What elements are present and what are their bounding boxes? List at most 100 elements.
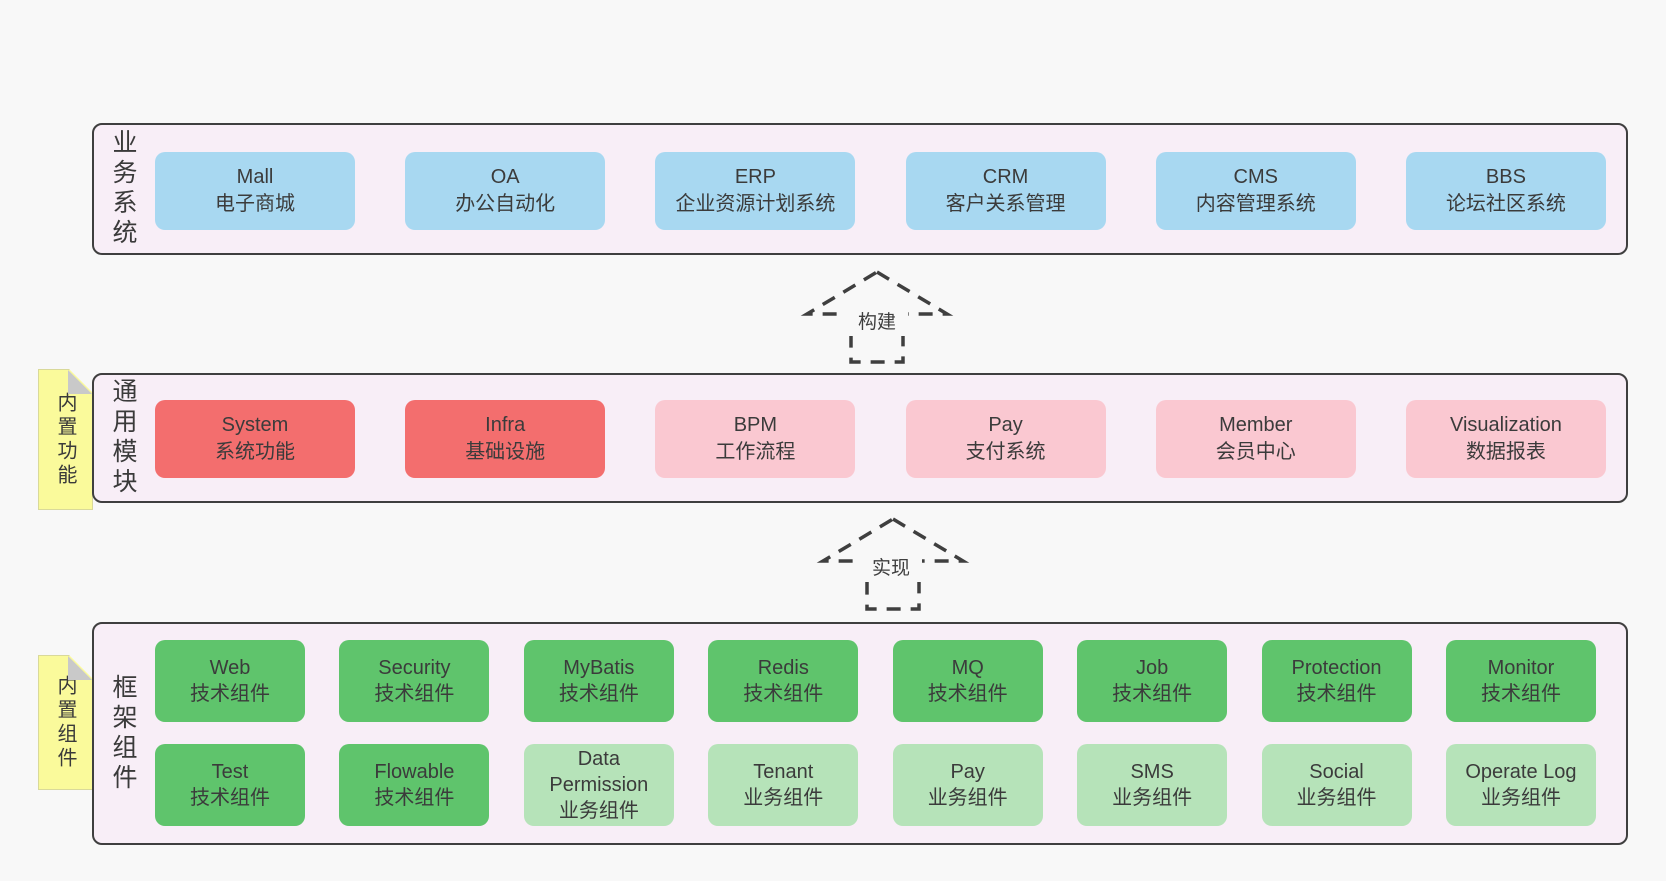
box-subtitle: 工作流程 <box>715 441 796 463</box>
box-oa: OA 办公自动化 <box>405 152 606 230</box>
box-title: Infra <box>485 414 526 436</box>
box-title: SMS <box>1130 761 1174 783</box>
layer-common-modules: 通用模块 System 系统功能 Infra 基础设施 BPM 工作流程 Pay… <box>92 373 1628 503</box>
box-subtitle: 数据报表 <box>1465 441 1546 463</box>
components-row-2: Test 技术组件 Flowable 技术组件 Data Permission … <box>155 744 1596 826</box>
box-title: Web <box>209 657 251 679</box>
box-job: Job 技术组件 <box>1077 640 1228 722</box>
box-title: Tenant <box>753 761 814 783</box>
box-data-permission: Data Permission 业务组件 <box>523 744 674 826</box>
box-subtitle: 内容管理系统 <box>1195 193 1316 215</box>
folded-corner-icon <box>68 370 92 394</box>
build-arrow-label: 构建 <box>846 310 908 336</box>
box-title: MyBatis <box>563 657 635 679</box>
box-test: Test 技术组件 <box>155 744 305 826</box>
box-title: Security <box>378 657 451 679</box>
box-title: Operate Log <box>1465 761 1577 783</box>
box-subtitle: 技术组件 <box>374 683 455 705</box>
box-mq: MQ 技术组件 <box>892 640 1043 722</box>
box-bpm: BPM 工作流程 <box>655 400 856 478</box>
box-social: Social 业务组件 <box>1261 744 1412 826</box>
box-mall: Mall 电子商城 <box>155 152 355 230</box>
box-title: Pay <box>988 414 1023 436</box>
sticky-text: 内置组件 <box>54 674 76 771</box>
box-title: Flowable <box>374 761 455 783</box>
implement-arrow-label: 实现 <box>860 556 922 582</box>
box-subtitle: 电子商城 <box>215 193 295 215</box>
box-system: System 系统功能 <box>155 400 355 478</box>
box-title: Mall <box>236 166 274 188</box>
box-subtitle: 会员中心 <box>1215 441 1296 463</box>
box-protection: Protection 技术组件 <box>1261 640 1412 722</box>
box-title: Data Permission <box>549 748 649 796</box>
box-cms: CMS 内容管理系统 <box>1155 152 1356 230</box>
box-pay-component: Pay 业务组件 <box>892 744 1043 826</box>
box-web: Web 技术组件 <box>155 640 305 722</box>
business-box-row: Mall 电子商城 OA 办公自动化 ERP 企业资源计划系统 CRM 客户关系… <box>155 152 1606 230</box>
box-title: Job <box>1135 657 1169 679</box>
box-title: MQ <box>951 657 984 679</box>
box-subtitle: 支付系统 <box>965 441 1046 463</box>
layer-label-modules: 通用模块 <box>109 378 137 498</box>
box-title: Pay <box>950 761 985 783</box>
implement-arrow-up-icon <box>816 516 970 611</box>
box-subtitle: 技术组件 <box>1296 683 1377 705</box>
box-title: Monitor <box>1487 657 1555 679</box>
box-subtitle: 业务组件 <box>1112 787 1193 809</box>
box-subtitle: 技术组件 <box>927 683 1008 705</box>
folded-corner-icon <box>68 656 92 680</box>
layer-framework-components: 框架组件 Web 技术组件 Security 技术组件 MyBatis 技术组件… <box>92 622 1628 845</box>
box-monitor: Monitor 技术组件 <box>1445 640 1596 722</box>
box-title: Social <box>1309 761 1364 783</box>
components-row-1: Web 技术组件 Security 技术组件 MyBatis 技术组件 Redi… <box>155 640 1596 722</box>
box-subtitle: 业务组件 <box>743 787 824 809</box>
modules-box-row: System 系统功能 Infra 基础设施 BPM 工作流程 Pay 支付系统… <box>155 400 1606 478</box>
box-subtitle: 系统功能 <box>215 441 295 463</box>
box-crm: CRM 客户关系管理 <box>905 152 1106 230</box>
box-title: ERP <box>734 166 776 188</box>
box-title: Visualization <box>1449 414 1562 436</box>
box-subtitle: 业务组件 <box>1480 787 1561 809</box>
sticky-note-builtin-components: 内置组件 <box>38 655 93 790</box>
box-redis: Redis 技术组件 <box>708 640 859 722</box>
box-mybatis: MyBatis 技术组件 <box>523 640 674 722</box>
box-erp: ERP 企业资源计划系统 <box>655 152 856 230</box>
box-security: Security 技术组件 <box>339 640 490 722</box>
box-title: Test <box>211 761 249 783</box>
box-subtitle: 论坛社区系统 <box>1445 193 1566 215</box>
box-subtitle: 客户关系管理 <box>945 193 1066 215</box>
box-tenant: Tenant 业务组件 <box>708 744 859 826</box>
box-title: BBS <box>1485 166 1526 188</box>
layer-business-systems: 业务系统 Mall 电子商城 OA 办公自动化 ERP 企业资源计划系统 CRM… <box>92 123 1628 255</box>
box-subtitle: 办公自动化 <box>455 193 556 215</box>
box-title: CMS <box>1233 166 1278 188</box>
layer-label-components: 框架组件 <box>109 673 137 794</box>
box-sms: SMS 业务组件 <box>1077 744 1228 826</box>
box-member: Member 会员中心 <box>1155 400 1356 478</box>
sticky-text: 内置功能 <box>54 391 76 488</box>
box-operate-log: Operate Log 业务组件 <box>1445 744 1596 826</box>
box-subtitle: 技术组件 <box>374 787 455 809</box>
box-subtitle: 技术组件 <box>190 787 270 809</box>
box-subtitle: 技术组件 <box>1480 683 1561 705</box>
box-subtitle: 业务组件 <box>1296 787 1377 809</box>
sticky-note-builtin-features: 内置功能 <box>38 369 93 510</box>
box-subtitle: 基础设施 <box>465 441 546 463</box>
box-title: OA <box>490 166 520 188</box>
box-subtitle: 技术组件 <box>743 683 824 705</box>
box-title: Protection <box>1291 657 1382 679</box>
box-subtitle: 技术组件 <box>190 683 270 705</box>
box-infra: Infra 基础设施 <box>405 400 606 478</box>
box-visualization: Visualization 数据报表 <box>1405 400 1606 478</box>
box-subtitle: 企业资源计划系统 <box>675 193 836 215</box>
box-title: Member <box>1219 414 1293 436</box>
box-subtitle: 业务组件 <box>558 800 639 822</box>
build-arrow-up-icon <box>800 269 954 364</box>
box-subtitle: 业务组件 <box>927 787 1008 809</box>
box-title: CRM <box>982 166 1029 188</box>
box-subtitle: 技术组件 <box>1112 683 1193 705</box>
layer-label-business: 业务系统 <box>109 129 137 249</box>
box-bbs: BBS 论坛社区系统 <box>1405 152 1606 230</box>
box-title: System <box>221 414 289 436</box>
